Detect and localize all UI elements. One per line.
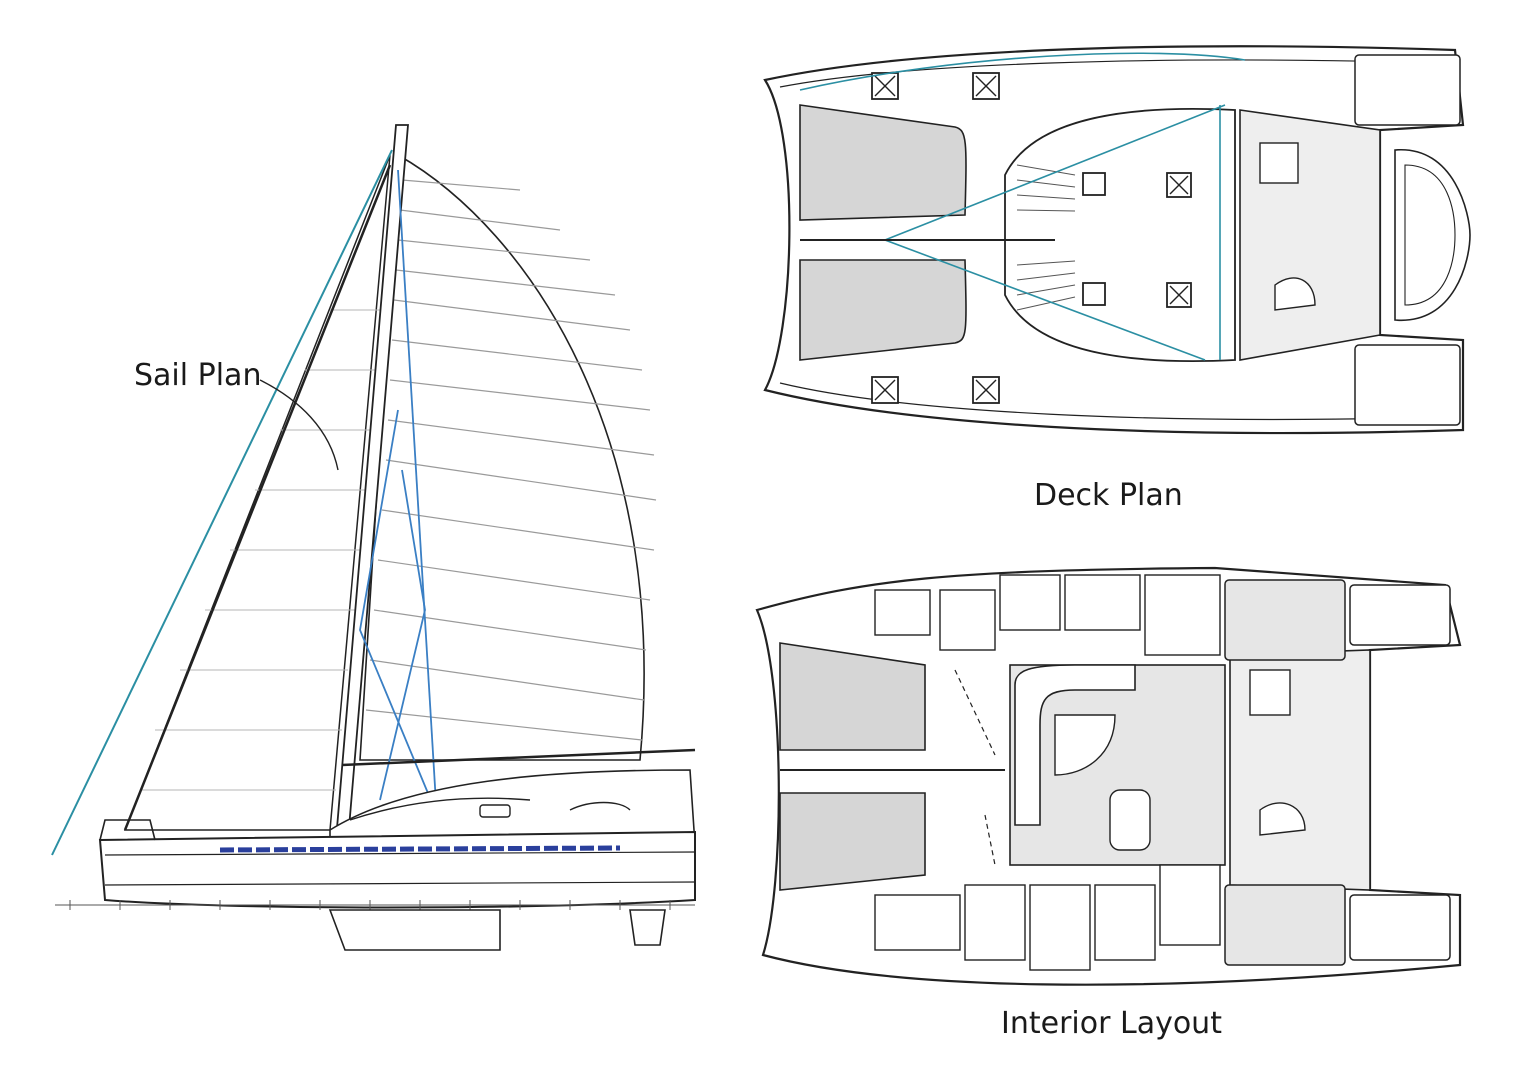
boom (341, 748, 696, 767)
spinnaker-sail (359, 153, 645, 761)
waterline-ticks (55, 900, 695, 910)
interior-trampoline-port (779, 642, 926, 751)
trampoline-starboard (799, 259, 967, 361)
keel (328, 909, 501, 951)
sail-plan-label: Sail Plan (134, 358, 262, 393)
deck-plan-svg (763, 45, 1471, 435)
jib-seams (140, 309, 380, 791)
deck-outline-inner (779, 59, 1446, 421)
interior-cockpit-table (1249, 669, 1291, 716)
hatch-crosses (874, 75, 1189, 401)
waterline (104, 881, 696, 886)
sail-seams (365, 179, 657, 741)
deck-rigging (799, 52, 1246, 361)
deck-plan-drawing (755, 15, 1480, 460)
interior-helm-seat (1259, 802, 1306, 836)
stern-steps (1354, 54, 1461, 426)
forestay (51, 149, 393, 856)
sail-plan-drawing (30, 110, 710, 970)
rudder (629, 909, 666, 946)
deck-plan-label: Deck Plan (1034, 478, 1183, 513)
sail-plan-svg (51, 124, 696, 951)
cockpit-table (1259, 142, 1299, 184)
interior-trampoline-starboard (779, 792, 926, 891)
bow-pulpit (99, 819, 156, 841)
sail-plan-pointer (259, 379, 339, 471)
interior-routing (954, 669, 996, 866)
port-hull-cabins (874, 574, 1221, 656)
saloon-table (1054, 714, 1116, 776)
trampoline-port (799, 104, 967, 221)
interior-layout-svg (755, 566, 1462, 986)
sheer-line (104, 851, 696, 856)
shrouds (359, 169, 441, 871)
coachroof-steps (1016, 164, 1076, 311)
dinghy-inner (1404, 164, 1456, 306)
saloon-settee (1014, 664, 1136, 826)
interior-layout-label: Interior Layout (1001, 1006, 1222, 1041)
interior-layout-drawing (745, 565, 1480, 1000)
hull (98, 830, 696, 909)
deckhouse-windows (349, 797, 631, 821)
stern-berths (1224, 579, 1346, 966)
galley-island (1109, 789, 1151, 851)
helm-seat (1274, 277, 1316, 311)
dinghy (1394, 149, 1471, 321)
stern-steps-interior (1349, 584, 1451, 961)
starboard-hull-cabins (874, 864, 1221, 971)
headstay (123, 164, 392, 831)
deckhouse (329, 769, 696, 846)
waterline-stripe (219, 845, 621, 853)
